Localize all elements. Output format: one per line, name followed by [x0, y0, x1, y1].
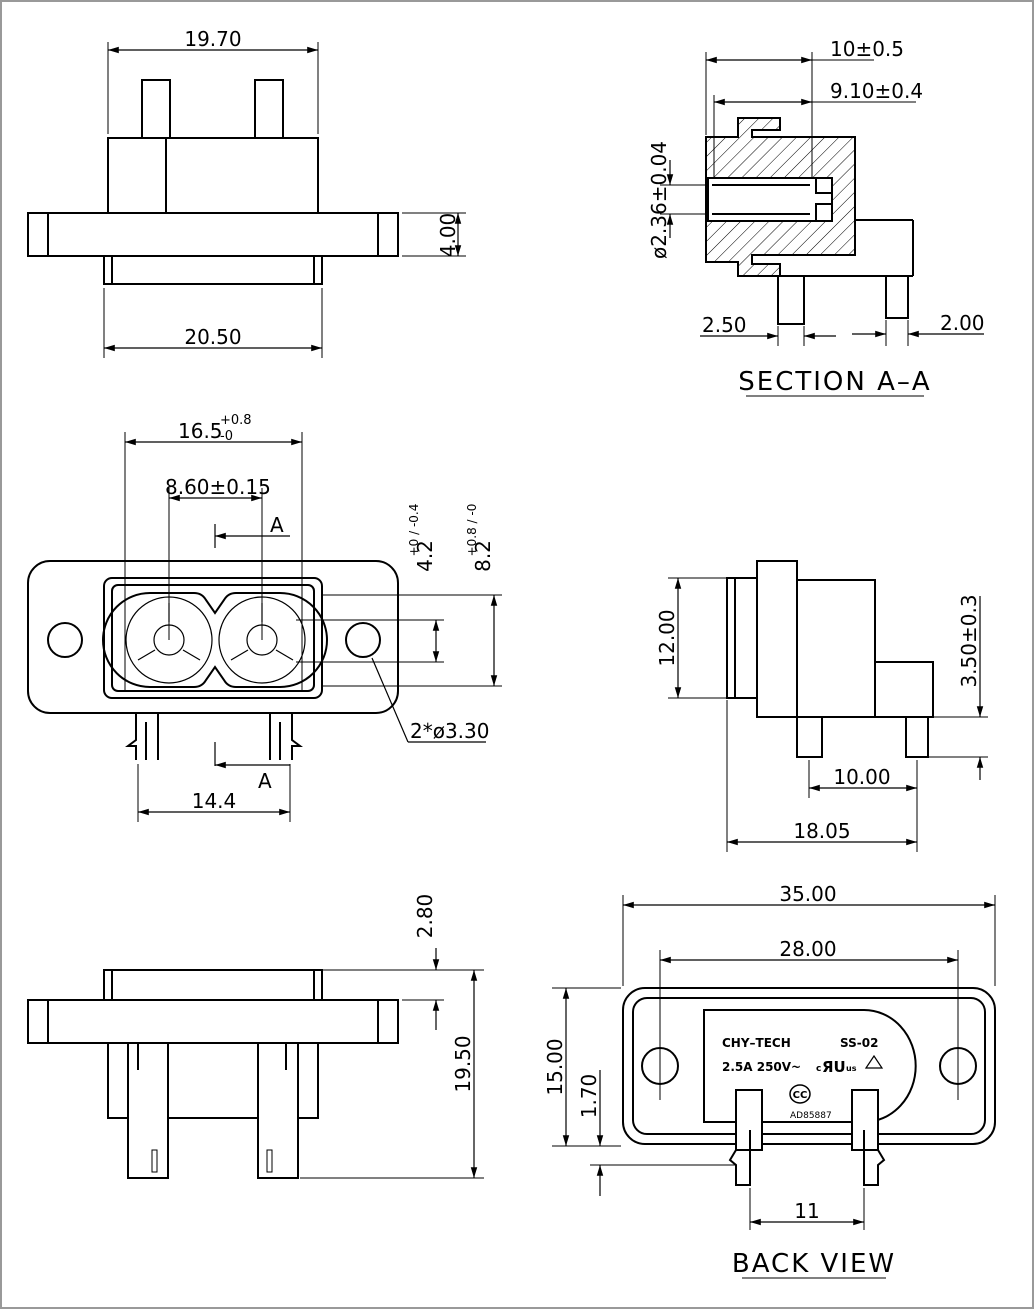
back-view: CHY–TECH SS-02 2.5A 250V~ c ЯU us CC AD8… [543, 882, 996, 1279]
approval-code: AD85887 [790, 1111, 832, 1121]
section-right-pin-dim: 2.00 [940, 311, 985, 335]
small-height-dim: 4.2 [413, 540, 437, 572]
side-view: 12.00 3.50±0.3 10.00 18.05 [655, 560, 988, 852]
big-height-tol: +0.8 / -0 [465, 504, 479, 557]
back-height-dim: 15.00 [543, 1038, 567, 1095]
back-pin-spacing-dim: 11 [794, 1199, 819, 1223]
thickness-dim: 4.00 [436, 213, 460, 258]
top-width-dim: 19.70 [184, 27, 241, 51]
brand-label: CHY–TECH [722, 1036, 791, 1050]
pitch-dim: 8.60±0.15 [165, 475, 271, 499]
front-view: 16.5 +0.8 -0 8.60±0.15 A A 4.2 +0 / -0.4… [27, 413, 502, 822]
small-height-tol: +0 / -0.4 [407, 504, 421, 557]
section-mark-top: A [270, 513, 284, 537]
side-depth-dim: 18.05 [793, 819, 850, 843]
holes-dim: 2*ø3.30 [410, 719, 490, 743]
side-offset-dim: 3.50±0.3 [957, 594, 981, 687]
side-height-dim: 12.00 [655, 609, 679, 666]
warning-triangle-icon [864, 1054, 884, 1069]
big-height-dim: 8.2 [471, 540, 495, 572]
pin-diameter-dim: ø2.36±0.04 [647, 141, 671, 259]
front-pin-spacing-dim: 14.4 [192, 789, 237, 813]
section-title: SECTION A–A [738, 367, 931, 397]
front-width-tol-plus: +0.8 [220, 413, 252, 428]
front-width-dim: 16.5 [178, 419, 223, 443]
side-pin-distance-dim: 10.00 [833, 765, 890, 789]
top-view: 19.70 4.00 20.50 [27, 27, 466, 358]
section-mark-bottom: A [258, 769, 272, 793]
section-inner-dim: 9.10±0.4 [830, 79, 923, 103]
bottom-gap-dim: 2.80 [413, 894, 437, 939]
svg-text:us: us [846, 1064, 857, 1073]
back-width-dim: 35.00 [779, 882, 836, 906]
back-hole-spacing-dim: 28.00 [779, 937, 836, 961]
bottom-width-dim: 20.50 [184, 325, 241, 349]
back-view-title: BACK VIEW [732, 1249, 896, 1279]
section-view: 10±0.5 9.10±0.4 ø2.36±0.04 2.50 2.00 SEC… [647, 37, 985, 397]
svg-text:c: c [816, 1064, 821, 1074]
rating-label: 2.5A 250V~ [722, 1060, 801, 1074]
section-left-pin-dim: 2.50 [702, 313, 747, 337]
svg-text:ЯU: ЯU [822, 1058, 846, 1076]
back-offset-dim: 1.70 [577, 1074, 601, 1119]
bottom-view: 2.80 19.50 [27, 894, 484, 1179]
ul-mark-icon: c ЯU us [816, 1058, 857, 1076]
svg-text:CC: CC [793, 1090, 808, 1101]
front-width-tol-minus: -0 [220, 429, 233, 444]
section-outer-dim: 10±0.5 [830, 37, 904, 61]
model-label: SS-02 [840, 1036, 878, 1050]
ccc-mark-icon: CC [789, 1084, 811, 1104]
bottom-height-dim: 19.50 [451, 1035, 475, 1092]
